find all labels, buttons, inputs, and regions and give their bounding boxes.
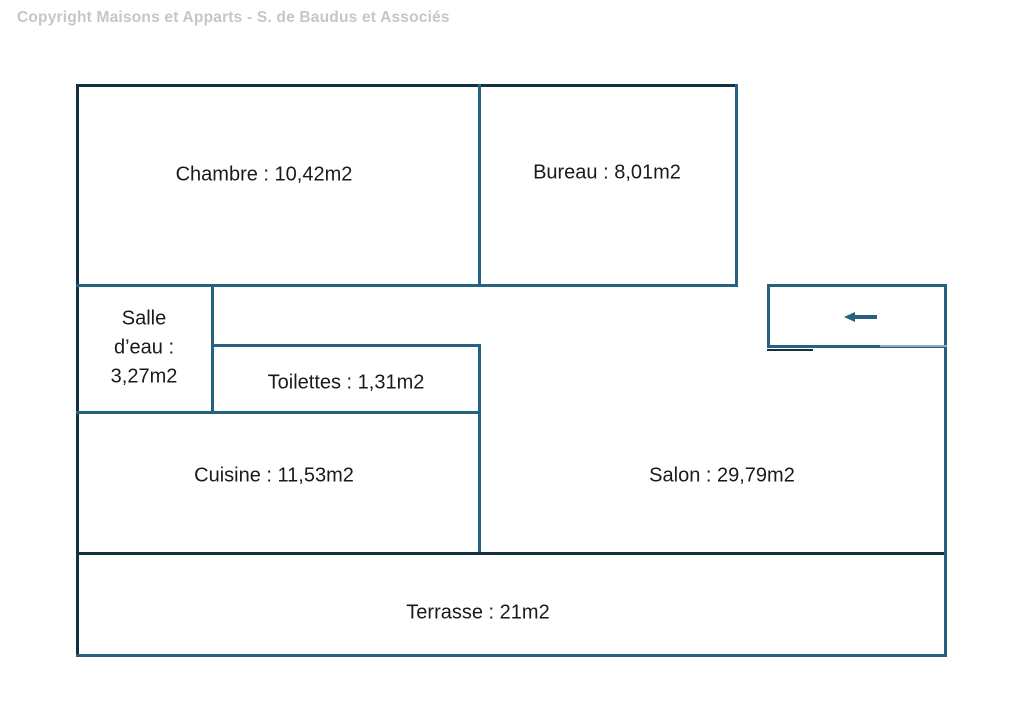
wall-bureau-right [735, 84, 738, 287]
wall-salle-deau-right [211, 284, 214, 414]
wall-outer-left [76, 84, 79, 657]
room-label-cuisine: Cuisine : 11,53m2 [194, 464, 354, 487]
wall-hall-top [76, 284, 738, 287]
room-label-terrasse: Terrasse : 21m2 [406, 601, 550, 624]
salle-deau-line-2: d’eau : [113, 336, 175, 359]
wall-salle-deau-bottom [76, 411, 481, 414]
room-label-salon: Salon : 29,79m2 [649, 464, 795, 487]
salle-deau-line-1: Salle [121, 307, 167, 330]
wall-outer-right [944, 284, 947, 657]
room-label-salle-deau: Salle d’eau : 3,27m2 [111, 305, 178, 392]
salle-deau-line-3: 3,27m2 [110, 365, 178, 388]
wall-salon-left [478, 344, 481, 555]
entrance-left-arrow-icon [844, 312, 877, 322]
room-label-bureau: Bureau : 8,01m2 [533, 161, 681, 184]
wall-outer-top [76, 84, 738, 87]
entrance-box [767, 284, 947, 348]
copyright-text: Copyright Maisons et Apparts - S. de Bau… [17, 9, 450, 26]
wall-terrasse-bottom [76, 654, 947, 657]
wall-entrance-door-mark [767, 349, 813, 351]
room-label-chambre: Chambre : 10,42m2 [175, 163, 353, 186]
wall-entrance-opening [880, 345, 947, 347]
wall-chambre-bureau-divider [478, 84, 481, 287]
room-label-toilettes: Toilettes : 1,31m2 [267, 371, 425, 394]
wall-salon-bottom [76, 552, 947, 555]
wall-toilettes-top [211, 344, 481, 347]
